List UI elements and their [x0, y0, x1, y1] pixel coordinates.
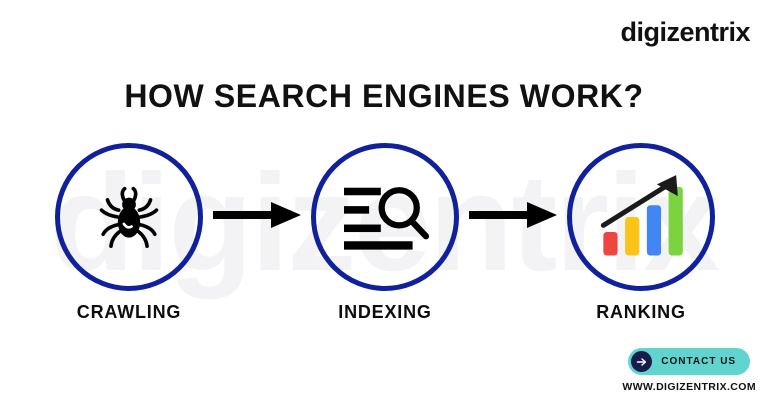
- bar-chart-growth-icon: [595, 173, 687, 261]
- document-search-icon: [339, 181, 431, 253]
- ranking-bar-2: [625, 217, 640, 256]
- ranking-bar-3: [646, 205, 662, 256]
- flow-step-indexing: [310, 143, 460, 291]
- label-crawling: CRAWLING: [76, 301, 182, 322]
- footer: CONTACT US WWW.DIGIZENTRIX.COM: [622, 348, 756, 393]
- ranking-bar-1: [603, 232, 618, 256]
- flow-step-crawling: [54, 143, 204, 291]
- flow-labels: CRAWLING INDEXING RANKING: [54, 298, 716, 326]
- arrow-right-circle-icon: [631, 351, 653, 372]
- indexing-circle: [311, 143, 459, 291]
- spider-icon: [86, 174, 172, 260]
- arrow-right-icon: [467, 200, 559, 235]
- contact-us-label: CONTACT US: [661, 356, 737, 367]
- ranking-circle: [567, 143, 715, 291]
- arrow-right-icon: [211, 200, 303, 235]
- label-ranking: RANKING: [596, 301, 686, 322]
- website-url: WWW.DIGIZENTRIX.COM: [622, 381, 756, 393]
- ranking-bar-4: [668, 186, 683, 256]
- process-flow: [54, 140, 716, 294]
- flow-connector-1: [209, 200, 305, 234]
- flow-step-ranking: [566, 143, 716, 291]
- page-title: HOW SEARCH ENGINES WORK?: [124, 78, 644, 114]
- crawling-circle: [55, 143, 203, 291]
- label-indexing: INDEXING: [338, 301, 432, 322]
- flow-connector-2: [465, 200, 561, 234]
- contact-us-button[interactable]: CONTACT US: [628, 348, 751, 375]
- brand-logo: digizentrix: [620, 17, 750, 47]
